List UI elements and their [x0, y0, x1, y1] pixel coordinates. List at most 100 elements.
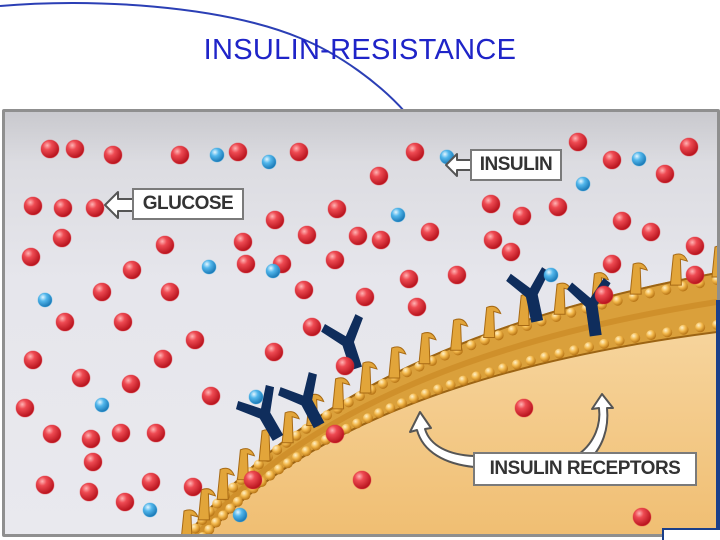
lipid-head	[471, 371, 482, 382]
slide-title: INSULIN-RESISTANCE	[203, 34, 517, 66]
insulin-molecule	[209, 147, 225, 163]
insulin-molecule	[390, 207, 406, 223]
glucose-molecule	[594, 285, 614, 305]
glucose-molecule	[23, 350, 43, 370]
membrane-protein	[281, 411, 301, 444]
insulin-molecule	[232, 507, 248, 523]
glucose-molecule	[294, 280, 314, 300]
glucose-molecule	[40, 139, 60, 159]
glucose-molecule	[236, 254, 256, 274]
lipid-head	[228, 482, 239, 493]
lipid-head	[377, 378, 388, 389]
membrane-protein	[236, 448, 256, 481]
lipid-head	[525, 355, 536, 366]
lipid-head	[190, 523, 201, 534]
lipid-head	[240, 490, 251, 501]
glucose-molecule	[15, 398, 35, 418]
glucose-molecule	[103, 145, 123, 165]
glucose-molecule	[325, 424, 345, 444]
lipid-head	[695, 322, 706, 333]
glucose-molecule	[170, 145, 190, 165]
lipid-head	[678, 324, 689, 335]
curved-arrow-icon	[578, 393, 614, 463]
glucose-molecule	[352, 470, 372, 490]
lipid-head	[554, 348, 565, 359]
glucose-molecule	[55, 312, 75, 332]
lipid-head	[493, 330, 504, 341]
insulin-molecule	[261, 154, 277, 170]
lipid-head	[204, 524, 215, 534]
insulin-resistance-diagram: INSULIN GLUCOSE INSULIN RECEPTORS	[2, 109, 720, 537]
glucose-molecule	[481, 194, 501, 214]
glucose-molecule	[447, 265, 467, 285]
glucose-molecule	[371, 230, 391, 250]
glucose-molecule	[632, 507, 652, 527]
glucose-molecule	[289, 142, 309, 162]
lipid-head	[539, 352, 550, 363]
glucose-molecule	[153, 349, 173, 369]
lipid-head	[614, 335, 625, 346]
glucose-molecule	[548, 197, 568, 217]
membrane-protein	[388, 346, 407, 379]
lipid-head	[322, 410, 333, 421]
membrane-protein	[418, 332, 437, 365]
lipid-head	[662, 327, 673, 338]
glucose-molecule	[355, 287, 375, 307]
lipid-head	[311, 440, 322, 451]
glucose-molecule	[35, 475, 55, 495]
lipid-head	[354, 391, 365, 402]
glucose-molecule	[348, 226, 368, 246]
lipid-head	[599, 338, 610, 349]
glucose-molecule	[512, 206, 532, 226]
glucose-molecule	[641, 222, 661, 242]
insulin-molecule	[543, 267, 559, 283]
membrane-protein	[450, 318, 469, 351]
lipid-head	[212, 498, 223, 509]
lipid-head	[282, 458, 293, 469]
lipid-head	[630, 332, 641, 343]
lipid-head	[301, 446, 312, 457]
glucose-molecule	[405, 142, 425, 162]
lipid-head	[401, 367, 412, 378]
glucose-molecule	[335, 356, 355, 376]
glucose-molecule	[141, 472, 161, 492]
lipid-head	[218, 510, 229, 521]
glucose-molecule	[122, 260, 142, 280]
membrane-protein	[181, 509, 199, 534]
glucose-molecule	[243, 470, 263, 490]
glucose-molecule	[369, 166, 389, 186]
glucose-molecule	[483, 230, 503, 250]
glucose-molecule	[612, 211, 632, 231]
glucose-molecule	[183, 477, 203, 497]
insulin-molecule	[631, 151, 647, 167]
lipid-head	[466, 340, 477, 351]
glucose-molecule	[52, 228, 72, 248]
glucose-molecule	[42, 424, 62, 444]
membrane-protein	[197, 488, 217, 521]
lipid-head	[584, 341, 594, 352]
glucose-molecule	[79, 482, 99, 502]
glucose-molecule	[85, 198, 105, 218]
glucose-molecule	[297, 225, 317, 245]
glucose-molecule	[679, 137, 699, 157]
lipid-head	[343, 397, 354, 408]
glucose-molecule	[685, 265, 705, 285]
glucose-molecule	[233, 232, 253, 252]
insulin-molecule	[575, 176, 591, 192]
glucose-molecule	[155, 235, 175, 255]
glucose-molecule	[325, 250, 345, 270]
lipid-head	[385, 403, 396, 414]
glucose-label: GLUCOSE	[132, 188, 244, 220]
insulin-label: INSULIN	[470, 149, 562, 181]
membrane-protein	[216, 467, 236, 500]
membrane-protein	[711, 245, 717, 278]
glucose-molecule	[146, 423, 166, 443]
lipid-head	[253, 459, 264, 470]
lipid-head	[373, 408, 384, 419]
insulin-molecule	[94, 397, 110, 413]
lipid-head	[445, 379, 456, 390]
insulin-molecule	[248, 389, 264, 405]
glucose-molecule	[201, 386, 221, 406]
lipid-head	[265, 470, 276, 481]
lipid-head	[498, 363, 509, 374]
